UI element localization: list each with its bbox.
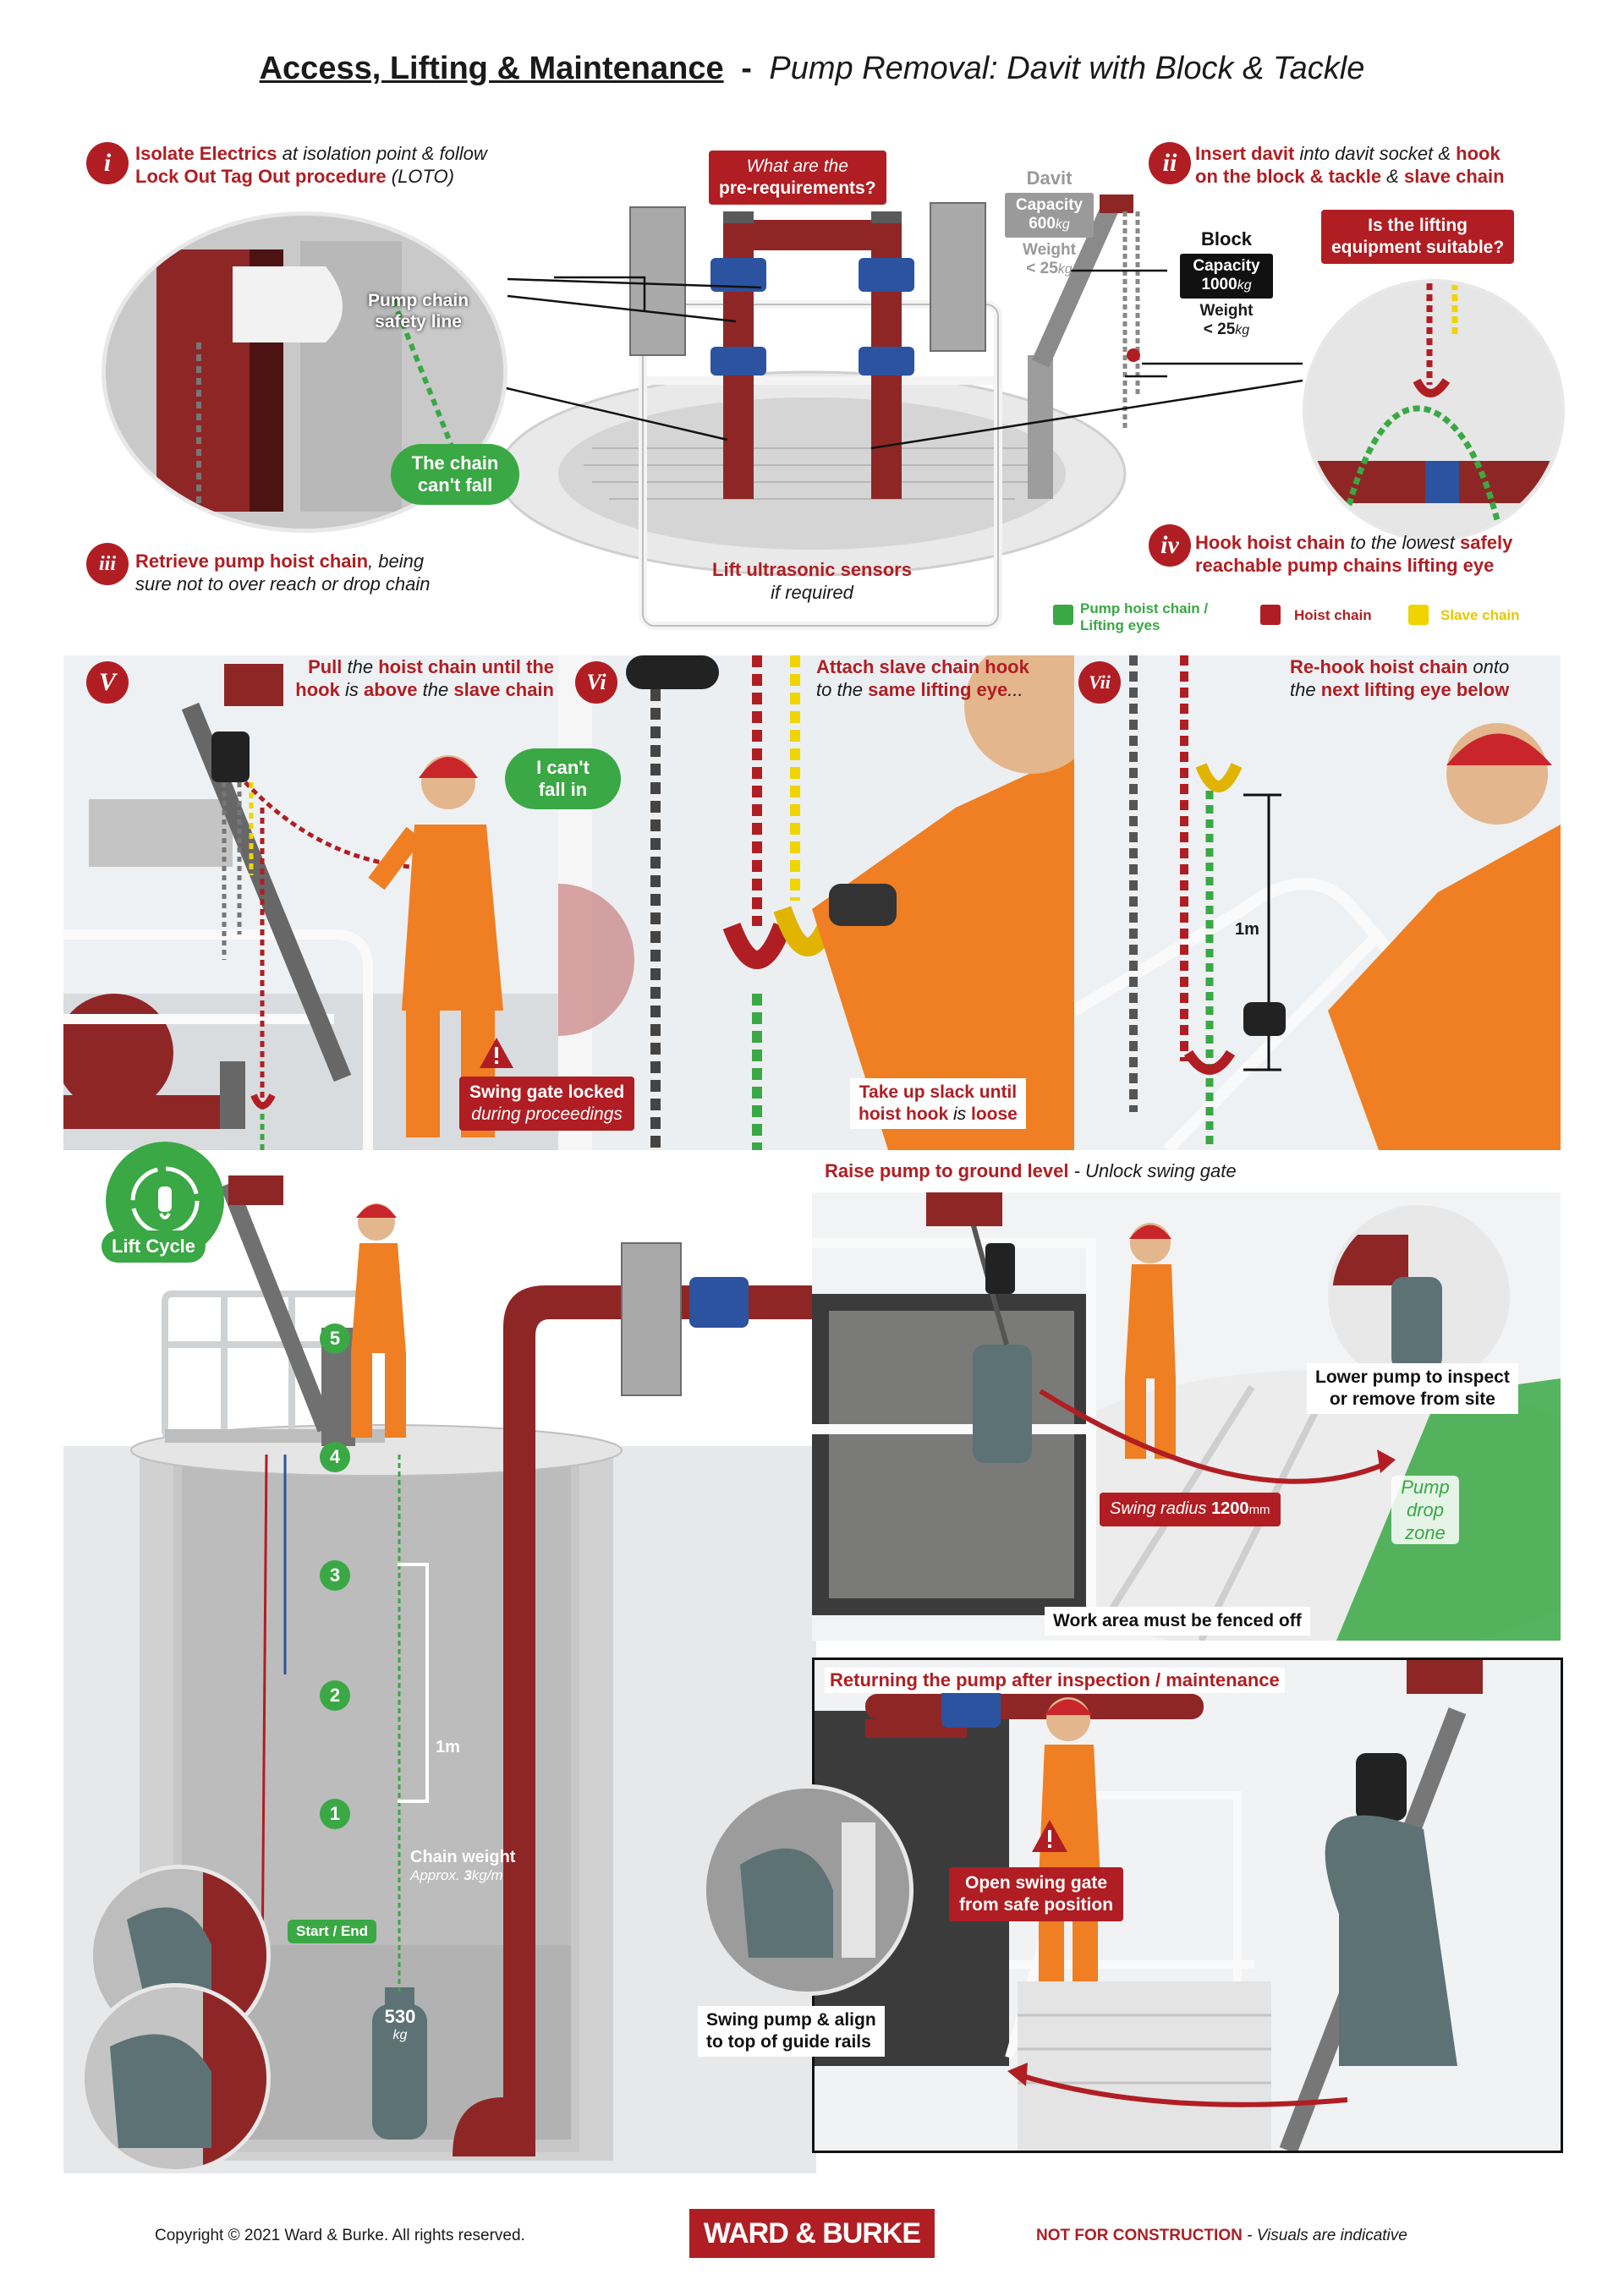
lift-position-4: 4 [320,1442,350,1472]
swing-align-callout: Swing pump & align to top of guide rails [698,2006,885,2057]
take-up-slack-callout: Take up slack until hoist hook is loose [850,1078,1026,1129]
panel-v [63,655,558,1150]
prereq-callout: What are the pre-requirements? [709,151,886,205]
block-capacity: Capacity 1000kg [1180,254,1273,299]
fenced-callout: Work area must be fenced off [1045,1607,1310,1636]
legend-pump-chain: Pump hoist chain / Lifting eyes [1080,600,1209,633]
step-badge-v: V [86,661,129,704]
step-vii-text: Re-hook hoist chain onto the next liftin… [1290,656,1510,700]
legend-hoist-chain: Hoist chain [1294,607,1372,623]
control-panel-left [629,206,686,356]
lower-pump-detail [1328,1205,1510,1387]
davit [1028,195,1133,499]
one-metre-vii: 1m [1235,920,1259,939]
step-v-text: Pull the hoist chain until the hook is a… [295,656,554,700]
hook-detail [1303,279,1565,541]
step-badge-iii: iii [86,543,129,585]
start-end-label: Start / End [288,1920,377,1943]
step-vi-text: Attach slave chain hook to the same lift… [816,656,1029,700]
page-title: Access, Lifting & Maintenance - Pump Rem… [259,51,1365,86]
legend-swatch-yellow [1408,605,1429,625]
swing-radius-callout: Swing radius 1200mm [1100,1493,1281,1526]
warning-icon-return [1032,1820,1067,1852]
step-badge-ii: ii [1149,142,1191,184]
copyright: Copyright © 2021 Ward & Burke. All right… [155,2227,525,2244]
returning-title: Returning the pump after inspection / ma… [825,1668,1285,1693]
step-iii-text: Retrieve pump hoist chain, being sure no… [135,551,431,595]
step-badge-iv: iv [1149,524,1191,567]
chain-weight-label: Chain weight Approx. 3kg/m [410,1848,516,1883]
lower-pump-callout: Lower pump to inspect or remove from sit… [1307,1363,1518,1414]
lift-position-2: 2 [320,1680,350,1711]
pump-weight-label: 530 kg [384,2006,416,2042]
warning-icon [480,1038,513,1068]
grating [584,447,1040,500]
ward-burke-logo: WARD & BURKE [689,2209,935,2258]
pipework [710,211,914,499]
legend-swatch-green [1053,605,1073,625]
suitable-callout: Is the lifting equipment suitable? [1321,210,1515,264]
lift-cycle-label: Lift Cycle [102,1230,206,1263]
legend-slave-chain: Slave chain [1440,607,1520,623]
returning-panel [812,1658,1563,2153]
step-ii-text: Insert davit into davit socket & hook on… [1195,143,1505,187]
guide-rail-detail-bottom [80,1983,271,2173]
sensors-label: Lift ultrasonic sensors if required [712,559,912,603]
not-for-construction: NOT FOR CONSTRUCTION - Visuals are indic… [1036,2227,1407,2244]
step-badge-vi: Vi [575,661,617,704]
step-iv-text: Hook hoist chain to the lowest safely re… [1195,532,1513,576]
step-badge-vii: Vii [1078,661,1121,704]
panel-vi [558,655,1074,1150]
guide-rail-align-detail [702,1784,914,1996]
safety-line-label: Pump chain safety line [368,291,469,332]
step-i-text: Isolate Electrics at isolation point & f… [135,143,487,187]
chain-cant-fall-bubble: The chain can't fall [391,444,519,505]
hoist-block [1122,211,1140,431]
davit-spec: Davit Capacity 600kg Weight < 25kg [1005,167,1094,278]
panel-vii [1074,655,1561,1150]
block-spec: Block Capacity 1000kg Weight < 25kg [1180,228,1273,339]
step-badge-i: i [86,142,129,184]
control-panel-right [930,202,986,352]
pump-drop-zone-label: Pump drop zone [1391,1476,1459,1544]
raise-pump-title: Raise pump to ground level - Unlock swin… [825,1160,1237,1181]
lift-position-5: 5 [320,1323,350,1354]
open-swing-gate-callout: Open swing gate from safe position [949,1867,1124,1921]
one-metre-main: 1m [436,1738,460,1756]
swing-gate-locked-callout: Swing gate locked during proceedings [459,1077,635,1131]
chamber-illustration [63,1175,816,2173]
lift-position-1: 1 [320,1799,350,1829]
legend-swatch-red [1260,605,1281,625]
i-cant-fall-bubble: I can't fall in [505,748,621,809]
top-illustration [473,195,1303,630]
davit-capacity: Capacity 600kg [1005,193,1094,238]
legend: Pump hoist chain / Lifting eyes Hoist ch… [1053,600,1552,643]
lift-position-3: 3 [320,1560,350,1591]
